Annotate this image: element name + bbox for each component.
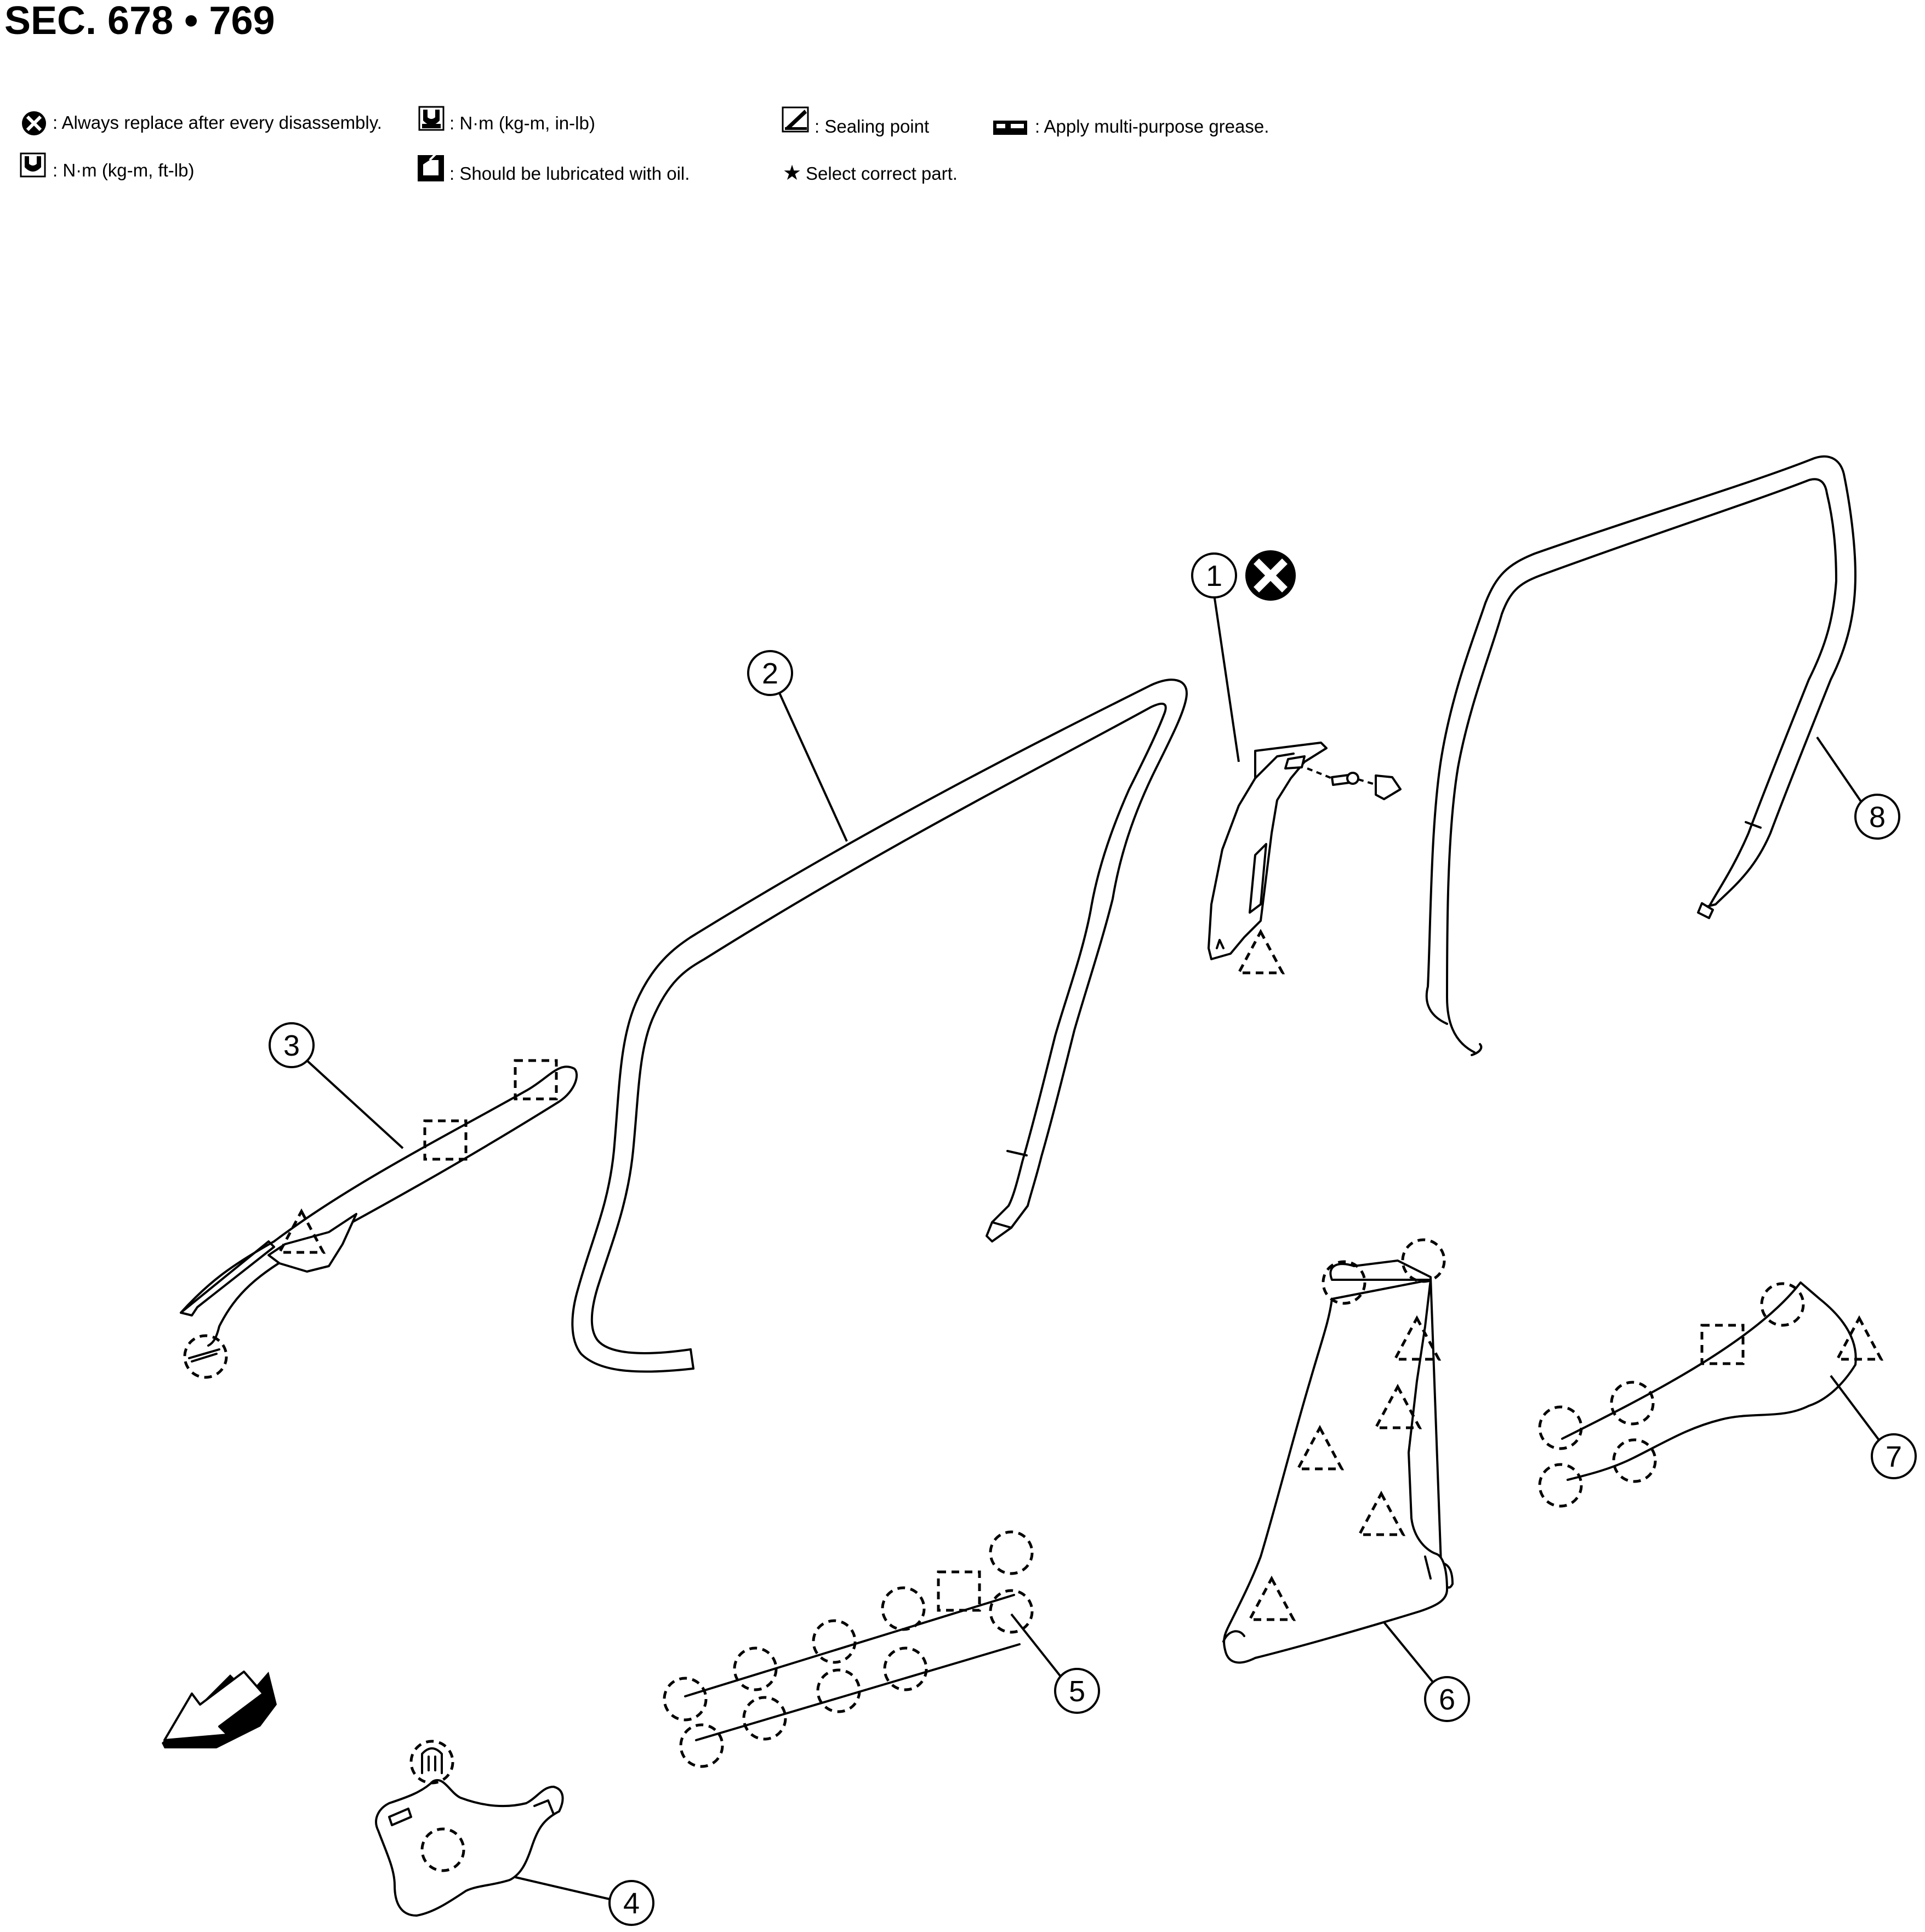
callout-3: 3 [269, 1022, 404, 1149]
legend-lubricate-oil: : Should be lubricated with oil. [449, 163, 690, 184]
oil-can-icon [418, 152, 444, 181]
part-6-garnish [1222, 1238, 1454, 1664]
part-5-kicking-plate [663, 1530, 1034, 1768]
callout-8-label: 8 [1869, 801, 1886, 834]
sealing-point-icon [782, 106, 809, 133]
legend-select-part: Select correct part. [806, 163, 958, 184]
part-2-weatherstrip [571, 679, 1188, 1373]
callout-4: 4 [515, 1876, 654, 1926]
always-replace-icon [22, 111, 46, 135]
part-8-weatherstrip [1425, 455, 1856, 1056]
callout-6: 6 [1383, 1621, 1470, 1722]
star-icon: ★ [783, 162, 801, 185]
legend: : Always replace after every disassembly… [20, 106, 1269, 185]
front-arrow-icon [162, 1671, 277, 1748]
section-title: SEC. 678 • 769 [4, 0, 275, 43]
grease-icon [993, 121, 1027, 135]
callout-7-label: 7 [1886, 1440, 1902, 1473]
callout-1-label: 1 [1206, 560, 1222, 592]
legend-torque-ft-lb: : N·m (kg-m, ft-lb) [53, 160, 194, 180]
always-replace-icon [1245, 550, 1296, 601]
part-1-garnish [1208, 742, 1402, 974]
callout-8: 8 [1816, 736, 1900, 840]
callout-5-label: 5 [1069, 1675, 1085, 1708]
callout-1: 1 [1191, 550, 1296, 762]
torque-ft-lb-icon [20, 152, 46, 178]
callout-2: 2 [747, 650, 848, 842]
legend-always-replace: : Always replace after every disassembly… [53, 112, 382, 133]
callout-7: 7 [1830, 1375, 1917, 1479]
part-7-finisher [1538, 1281, 1884, 1508]
callout-4-label: 4 [623, 1887, 640, 1920]
legend-torque-in-lb: : N·m (kg-m, in-lb) [449, 113, 595, 133]
torque-in-lb-icon [418, 106, 445, 131]
part-4-finisher [375, 1740, 564, 1917]
callout-6-label: 6 [1439, 1683, 1455, 1716]
part-3-finisher [180, 1059, 578, 1379]
legend-grease: : Apply multi-purpose grease. [1035, 116, 1269, 136]
callout-2-label: 2 [762, 657, 778, 690]
legend-sealing-point: : Sealing point [815, 116, 929, 136]
callout-3-label: 3 [283, 1029, 300, 1062]
callout-5: 5 [1010, 1613, 1100, 1714]
